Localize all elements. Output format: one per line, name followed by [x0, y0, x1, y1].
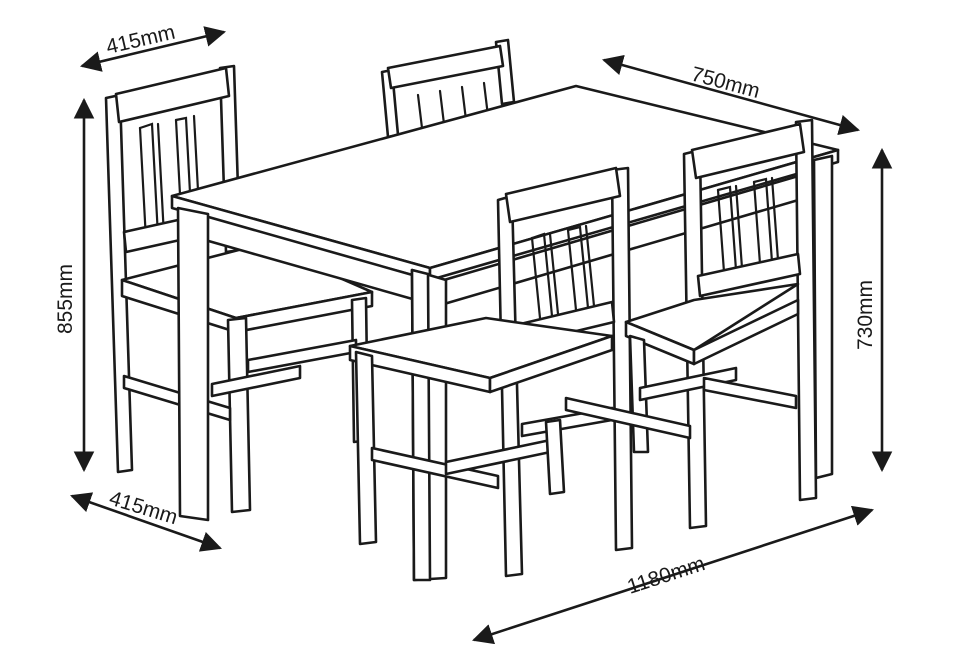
dimension-table-length	[472, 505, 874, 645]
dimension-chair-depth	[70, 492, 222, 552]
label-chair-depth: 415mm	[107, 487, 181, 529]
dimension-chair-width-top	[79, 26, 227, 72]
label-table-length: 1180mm	[624, 552, 707, 599]
label-chair-height: 855mm	[54, 264, 77, 334]
label-table-height: 730mm	[854, 280, 877, 350]
chair-back-left	[104, 64, 374, 514]
chair-back-middle	[380, 38, 516, 139]
label-table-depth: 750mm	[689, 63, 763, 103]
dimension-table-depth	[601, 54, 861, 136]
chair-front-right	[564, 118, 818, 530]
